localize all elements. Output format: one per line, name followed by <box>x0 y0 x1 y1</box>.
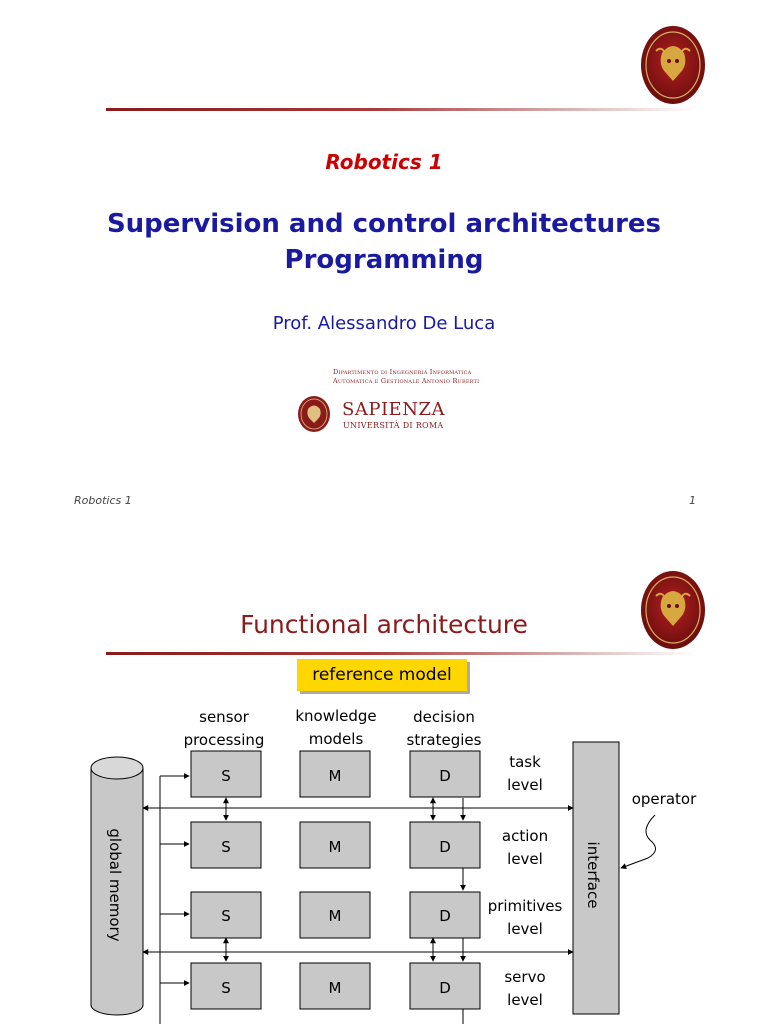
slide-title: Functional architecture <box>240 610 528 639</box>
sensor-box-label: S <box>221 838 231 856</box>
header-rule <box>106 108 696 111</box>
col-knowledge-line-1: knowledge <box>295 707 376 725</box>
sensor-box <box>190 821 262 869</box>
reference-model-badge: reference model <box>297 659 467 691</box>
footer-course: Robotics 1 <box>74 494 132 507</box>
level-name-line-2: level <box>507 850 543 868</box>
level-name-line-2: level <box>507 776 543 794</box>
functional-architecture-slide: Functional architecture reference model … <box>0 555 768 1024</box>
col-decision-line-2: strategies <box>407 731 482 749</box>
model-box <box>299 821 371 869</box>
dept-line-1: Dipartimento di Ingegneria Informatica <box>333 368 472 376</box>
decision-box <box>409 962 481 1010</box>
sensor-box <box>190 750 262 798</box>
title-line-2: Programming <box>284 245 484 275</box>
level-name-line-1: task <box>509 753 541 771</box>
sapienza-seal-icon <box>641 571 705 649</box>
title-slide: Robotics 1 Supervision and control archi… <box>0 26 768 507</box>
model-box-label: M <box>329 767 342 785</box>
global-memory-cylinder: global memory <box>90 756 144 1016</box>
decision-box-label: D <box>439 979 451 997</box>
level-row-servo: S M D servo level <box>160 962 546 1010</box>
sensor-box-label: S <box>221 979 231 997</box>
slide-separator <box>0 530 768 555</box>
decision-box-label: D <box>439 907 451 925</box>
title-line-1: Supervision and control architectures <box>106 209 662 239</box>
col-sensor-line-1: sensor <box>199 708 250 726</box>
level-name-line-2: level <box>507 991 543 1009</box>
operator-label: operator <box>632 790 697 808</box>
col-decision-line-1: decision <box>413 708 475 726</box>
decision-box <box>409 821 481 869</box>
sensor-box <box>190 962 262 1010</box>
university-subtitle: UNIVERSITÀ DI ROMA <box>343 421 444 430</box>
header-rule <box>106 652 696 655</box>
department-logo-text: Dipartimento di Ingegneria Informatica A… <box>333 368 479 386</box>
operator-arrow <box>620 814 656 869</box>
sensor-box <box>190 891 262 939</box>
model-box <box>299 891 371 939</box>
footer-page-number: 1 <box>689 494 696 507</box>
course-title: Robotics 1 <box>325 150 443 174</box>
dept-line-2: Automatica e Gestionale Antonio Ruberti <box>333 377 480 385</box>
model-box <box>299 962 371 1010</box>
interface-label: interface <box>584 842 602 909</box>
level-name-line-2: level <box>507 920 543 938</box>
sensor-box-label: S <box>221 907 231 925</box>
author: Prof. Alessandro De Luca <box>272 313 496 334</box>
level-name-line-1: servo <box>504 968 545 986</box>
level-name-line-1: action <box>502 827 548 845</box>
university-seal-icon <box>298 396 330 432</box>
level-row-task: S M D task level <box>160 750 543 798</box>
decision-box <box>409 750 481 798</box>
sensor-box-label: S <box>221 767 231 785</box>
level-name-line-1: primitives <box>488 897 563 915</box>
model-box-label: M <box>329 979 342 997</box>
slide-title: Supervision and control architectures Pr… <box>0 206 768 278</box>
global-memory-label: global memory <box>106 828 124 941</box>
architecture-diagram: sensor processing knowledge models decis… <box>90 707 697 1024</box>
level-row-action: S M D action level <box>160 821 548 869</box>
decision-box <box>409 891 481 939</box>
university-name: SAPIENZA <box>342 399 445 420</box>
col-sensor-line-2: processing <box>184 731 265 749</box>
model-box-label: M <box>329 838 342 856</box>
model-box-label: M <box>329 907 342 925</box>
model-box <box>299 750 371 798</box>
col-knowledge-line-2: models <box>309 730 364 748</box>
decision-vertical-links <box>430 797 466 1024</box>
interface-block: interface <box>572 741 620 1015</box>
sapienza-seal-icon <box>641 26 705 104</box>
decision-box-label: D <box>439 767 451 785</box>
decision-box-label: D <box>439 838 451 856</box>
level-row-primitives: S M D primitives level <box>160 891 563 939</box>
